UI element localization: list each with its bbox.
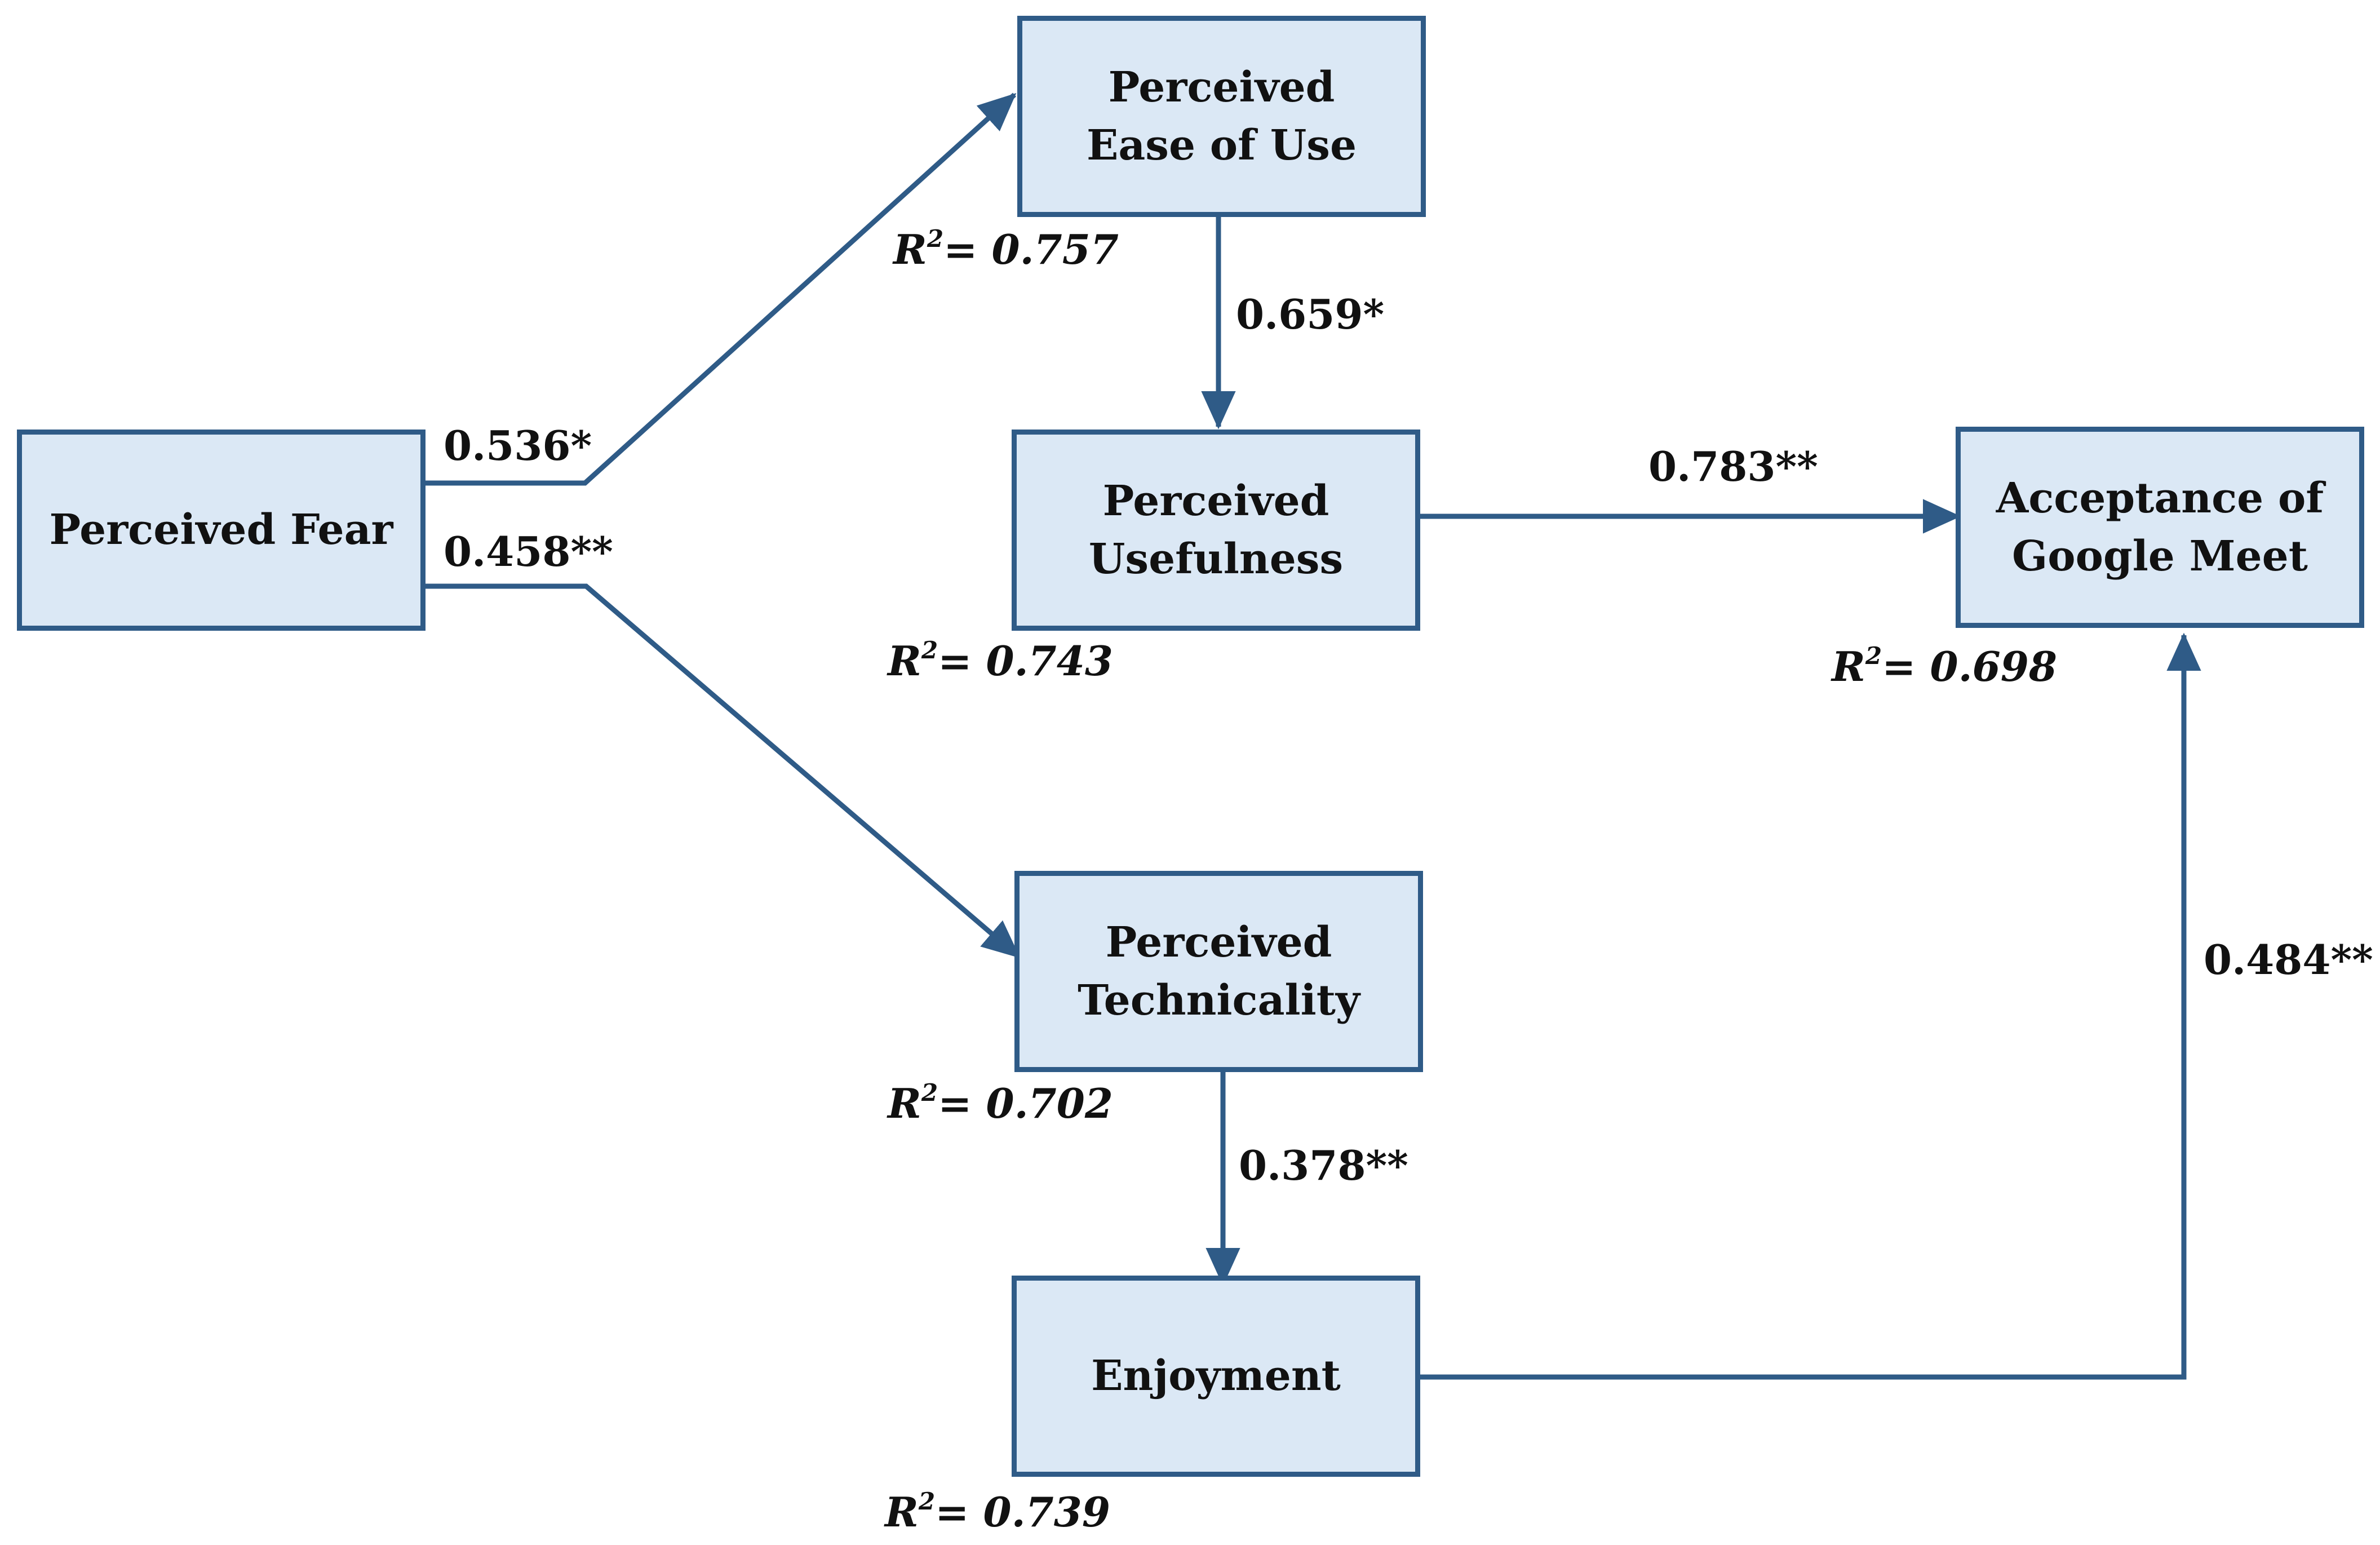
node-perceived-usefulness: Perceived Usefulness [1012, 430, 1420, 631]
node-label-perceived-ease-of-use: Perceived Ease of Use [1086, 63, 1357, 170]
node-label-perceived-usefulness: Perceived Usefulness [1088, 477, 1344, 583]
r-squared-exponent: 2 [1865, 642, 1882, 670]
coefficient-fear-to-technicality: 0.458** [444, 528, 613, 575]
r-squared-perceived-technicality: R2= 0.702 [888, 1079, 1113, 1127]
r-squared-enjoyment: R2= 0.739 [885, 1488, 1110, 1536]
r-squared-symbol: R [1832, 643, 1865, 690]
node-enjoyment: Enjoyment [1012, 1276, 1420, 1477]
r-squared-perceived-usefulness: R2= 0.743 [888, 637, 1113, 685]
r-squared-symbol: R [888, 1079, 921, 1127]
node-perceived-fear: Perceived Fear [17, 430, 426, 631]
node-perceived-ease-of-use: Perceived Ease of Use [1017, 16, 1426, 217]
r-squared-value: = 0.757 [943, 225, 1119, 273]
node-label-acceptance-google-meet: Acceptance of Google Meet [1996, 474, 2324, 581]
node-perceived-technicality: Perceived Technicality [1014, 871, 1423, 1072]
node-acceptance-google-meet: Acceptance of Google Meet [1956, 427, 2364, 628]
coefficient-fear-to-ease-of-use: 0.536* [444, 422, 592, 470]
r-squared-value: = 0.739 [935, 1488, 1110, 1536]
r-squared-symbol: R [885, 1488, 919, 1536]
r-squared-exponent: 2 [921, 1079, 938, 1106]
r-squared-perceived-ease-of-use: R2= 0.757 [893, 225, 1119, 273]
node-label-perceived-technicality: Perceived Technicality [1078, 918, 1360, 1025]
r-squared-value: = 0.698 [1882, 643, 2057, 690]
r-squared-value: = 0.702 [938, 1079, 1113, 1127]
coefficient-ease-of-use-to-usefulness: 0.659* [1236, 290, 1385, 338]
node-label-enjoyment: Enjoyment [1091, 1352, 1341, 1401]
arrow-fear-to-technicality [426, 583, 1021, 959]
coefficient-enjoyment-to-acceptance: 0.484** [2204, 936, 2373, 984]
r-squared-exponent: 2 [921, 636, 938, 664]
coefficient-technicality-to-enjoyment: 0.378** [1239, 1141, 1408, 1189]
r-squared-exponent: 2 [927, 225, 944, 253]
node-label-perceived-fear: Perceived Fear [49, 506, 393, 555]
r-squared-symbol: R [888, 637, 921, 685]
arrow-enjoyment-to-acceptance [1419, 632, 2201, 1380]
r-squared-acceptance-google-meet: R2= 0.698 [1832, 643, 2057, 690]
r-squared-exponent: 2 [918, 1488, 936, 1515]
r-squared-symbol: R [893, 225, 927, 273]
coefficient-usefulness-to-acceptance: 0.783** [1648, 442, 1818, 490]
arrow-fear-to-ease-of-use [426, 92, 1017, 486]
r-squared-value: = 0.743 [938, 637, 1113, 685]
